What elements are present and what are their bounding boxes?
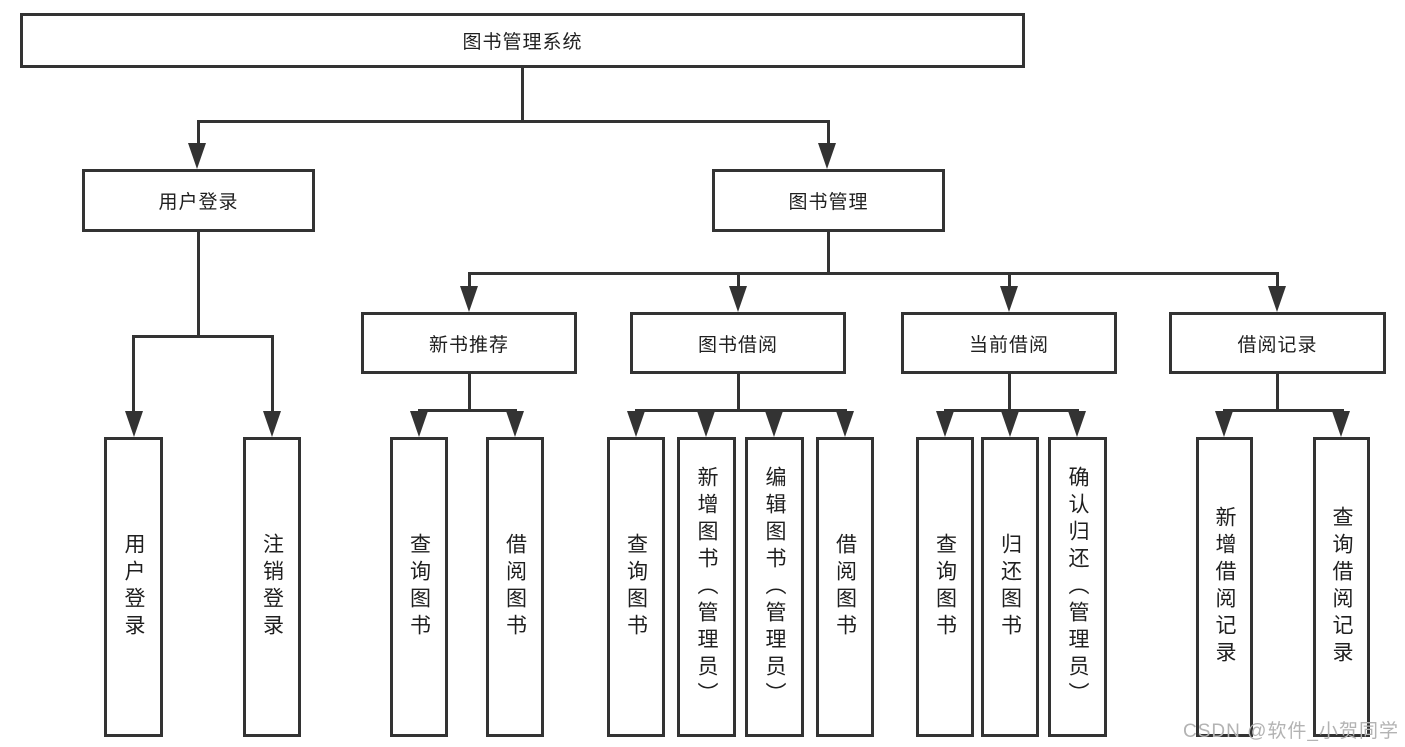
leaf-logout: 注销登录 xyxy=(243,437,301,737)
connector-line xyxy=(468,272,471,288)
connector-line xyxy=(1223,409,1344,412)
connector-line xyxy=(737,272,740,288)
leaf-confirm-return-admin: 确认归还（管理员） xyxy=(1048,437,1107,737)
connector-line xyxy=(944,409,1079,412)
leaf-query-books-recommend: 查询图书 xyxy=(390,437,448,737)
arrow-down-icon xyxy=(1215,411,1233,437)
leaf-edit-books-admin: 编辑图书（管理员） xyxy=(745,437,804,737)
connector-line xyxy=(197,232,200,337)
node-user-login: 用户登录 xyxy=(82,169,315,232)
connector-line xyxy=(1276,374,1279,412)
connector-line xyxy=(197,120,829,123)
connector-line xyxy=(468,374,471,412)
connector-line xyxy=(737,374,740,412)
arrow-down-icon xyxy=(188,143,206,169)
connector-line xyxy=(635,409,847,412)
node-book-management: 图书管理 xyxy=(712,169,945,232)
arrow-down-icon xyxy=(836,411,854,437)
leaf-add-borrow-record: 新增借阅记录 xyxy=(1196,437,1253,737)
arrow-down-icon xyxy=(1332,411,1350,437)
arrow-down-icon xyxy=(729,286,747,312)
leaf-query-books-current: 查询图书 xyxy=(916,437,974,737)
arrow-down-icon xyxy=(410,411,428,437)
arrow-down-icon xyxy=(627,411,645,437)
arrow-down-icon xyxy=(936,411,954,437)
leaf-add-books-admin: 新增图书（管理员） xyxy=(677,437,736,737)
node-book-borrowing: 图书借阅 xyxy=(630,312,846,374)
arrow-down-icon xyxy=(1000,286,1018,312)
arrow-down-icon xyxy=(765,411,783,437)
node-new-book-recommendation: 新书推荐 xyxy=(361,312,577,374)
connector-line xyxy=(1008,374,1011,412)
connector-line xyxy=(418,409,517,412)
leaf-borrow-books-recommend: 借阅图书 xyxy=(486,437,544,737)
connector-line xyxy=(827,120,830,145)
node-current-borrowing: 当前借阅 xyxy=(901,312,1117,374)
csdn-watermark: CSDN @软件_小贺同学 xyxy=(1183,721,1399,742)
leaf-borrow-books: 借阅图书 xyxy=(816,437,874,737)
arrow-down-icon xyxy=(460,286,478,312)
leaf-return-books: 归还图书 xyxy=(981,437,1039,737)
connector-line xyxy=(827,232,830,274)
connector-line xyxy=(468,272,1278,275)
connector-line xyxy=(271,335,274,415)
node-borrowing-records: 借阅记录 xyxy=(1169,312,1386,374)
arrow-down-icon xyxy=(697,411,715,437)
arrow-down-icon xyxy=(818,143,836,169)
arrow-down-icon xyxy=(1068,411,1086,437)
leaf-query-borrow-record: 查询借阅记录 xyxy=(1313,437,1370,737)
arrow-down-icon xyxy=(125,411,143,437)
connector-line xyxy=(197,120,200,145)
leaf-user-login: 用户登录 xyxy=(104,437,163,737)
connector-line xyxy=(1276,272,1279,288)
connector-line xyxy=(1008,272,1011,288)
node-book-management-system: 图书管理系统 xyxy=(20,13,1025,68)
arrow-down-icon xyxy=(1268,286,1286,312)
connector-line xyxy=(521,68,524,122)
arrow-down-icon xyxy=(1001,411,1019,437)
arrow-down-icon xyxy=(506,411,524,437)
arrow-down-icon xyxy=(263,411,281,437)
connector-line xyxy=(132,335,274,338)
leaf-query-books-borrow: 查询图书 xyxy=(607,437,665,737)
connector-line xyxy=(132,335,135,415)
